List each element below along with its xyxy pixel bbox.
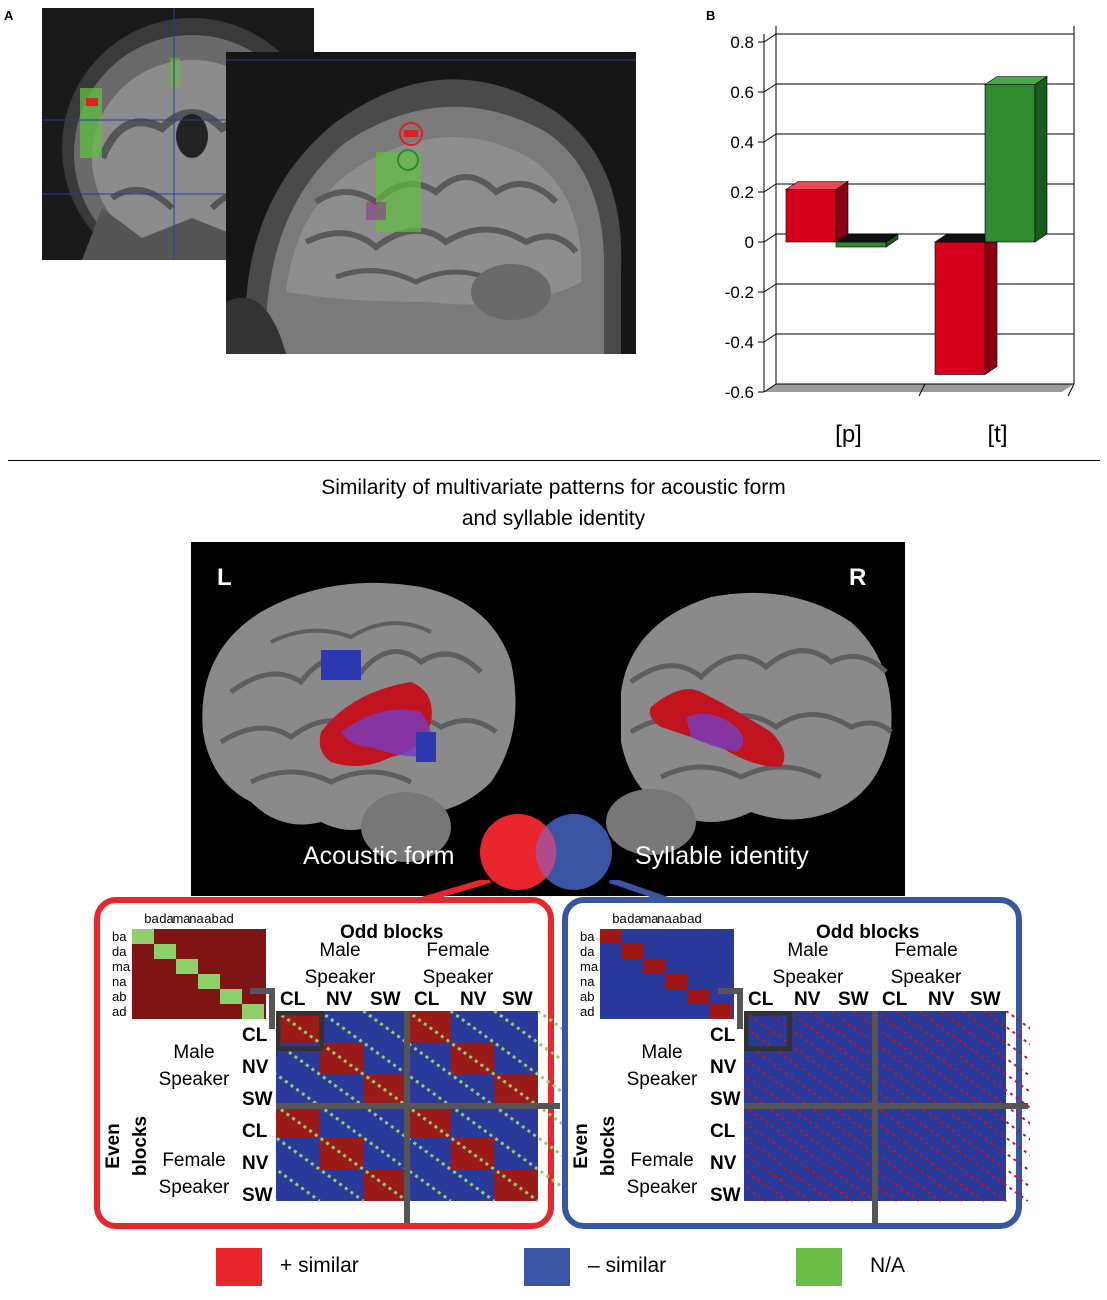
section-title: Similarity of multivariate patterns for … [0,472,1107,534]
y-tick-label: 0.2 [730,183,754,202]
mini-row-label: ma [112,959,131,974]
bar [785,180,849,243]
legend-swatch-negative [524,1248,570,1286]
grid-line-diag [763,283,777,293]
mini-row-label: ba [580,929,595,944]
brain-render-panel: L R Acoustic form Syllable identity [191,542,905,896]
bar [934,233,998,376]
mini-row-label: da [112,944,127,959]
bar-chart: 0.8 0.6 0.4 0.2 0 -0.2 -0.4 -0.6 [p] [t] [725,26,1075,448]
acoustic-form-circle [480,814,556,890]
odd-blocks-label-right: Odd blocks [816,922,920,943]
syllable-identity-circle [536,814,612,890]
left-hemisphere-label: L [217,564,232,591]
legend-label-negative: – similar [588,1254,667,1277]
bar [835,233,899,248]
section-divider [8,460,1100,461]
section-title-line2: and syllable identity [461,507,646,530]
grid-line-diag [763,233,777,243]
grid-line-diag [763,183,777,193]
section-title-line1: Similarity of multivariate patterns for … [321,476,786,499]
acoustic-similarity-matrix [13,1007,801,1230]
left-blue-activation [321,650,361,680]
mini-col-label: na [657,911,672,926]
grid-line-diag [763,133,777,143]
mini-row-label: na [112,974,127,989]
even-blocks-label: Even blocks [103,1115,151,1177]
mini-row-label: da [580,944,595,959]
even-blocks-label-right: Even blocks [571,1115,619,1177]
acoustic-form-label: Acoustic form [303,842,455,870]
y-tick-label: 0.6 [730,83,754,102]
grid-line-diag [763,83,777,93]
x-tick-label: [p] [835,421,862,448]
mini-col-label: da [627,911,642,926]
mini-row-label: ab [580,989,594,1004]
legend-label-positive: + similar [280,1254,359,1277]
chart-x-ticks: [p] [t] [835,383,1075,448]
y-tick-label: -0.2 [725,283,754,302]
sagittal-mri-image [226,52,636,354]
grid-line-diag [763,33,777,43]
mini-col-label: ab [204,911,218,926]
mini-col-label: ab [672,911,686,926]
mini-row-label: ad [580,1004,594,1019]
bar [984,75,1048,243]
panel-b-letter: B [706,8,716,23]
y-tick-label: -0.6 [725,383,754,402]
syllable-identity-label: Syllable identity [635,842,809,870]
legend: + similar – similar N/A [0,1248,1107,1288]
mini-col-label: ba [612,911,627,926]
legend-swatch-na [796,1248,842,1286]
chart-bars [785,75,1048,376]
syllable-similarity-matrix [481,1007,1107,1230]
odd-blocks-label: Odd blocks [340,922,444,943]
mini-row-label: ba [112,929,127,944]
mini-row-label: na [580,974,595,989]
legend-label-na: N/A [870,1254,906,1277]
mini-col-label: ma [640,911,659,926]
mini-col-label: ba [144,911,159,926]
y-tick-label: 0.4 [730,133,754,152]
chart-y-ticks: 0.8 0.6 0.4 0.2 0 -0.2 -0.4 -0.6 [725,33,764,402]
y-tick-label: -0.4 [725,333,754,352]
y-tick-label: 0 [745,233,754,252]
mini-col-label: ad [219,911,233,926]
mini-row-label: ad [112,1004,126,1019]
panel-a-letter: A [4,8,14,23]
mini-col-label: da [159,911,174,926]
grid-line-diag [763,383,777,393]
grid-line-diag [763,333,777,343]
y-tick-label: 0.8 [730,33,754,52]
legend-swatch-positive [216,1248,262,1286]
x-tick-label: [t] [987,421,1007,448]
mini-col-label: ma [172,911,191,926]
right-hemisphere-shape [621,592,892,822]
right-hemisphere-label: R [849,564,867,591]
mini-col-label: na [189,911,204,926]
mini-row-label: ab [112,989,126,1004]
mini-row-label: ma [580,959,599,974]
mini-col-label: ad [687,911,701,926]
chart-floor [764,384,1074,392]
